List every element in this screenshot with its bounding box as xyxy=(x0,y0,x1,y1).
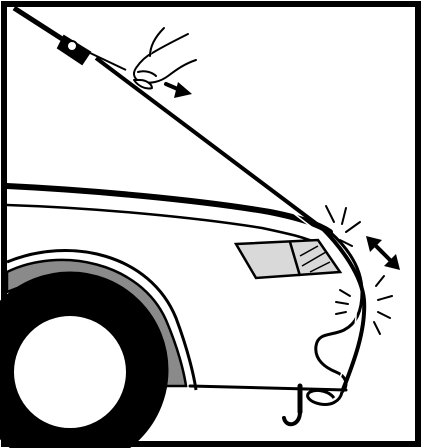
rim xyxy=(12,314,128,430)
